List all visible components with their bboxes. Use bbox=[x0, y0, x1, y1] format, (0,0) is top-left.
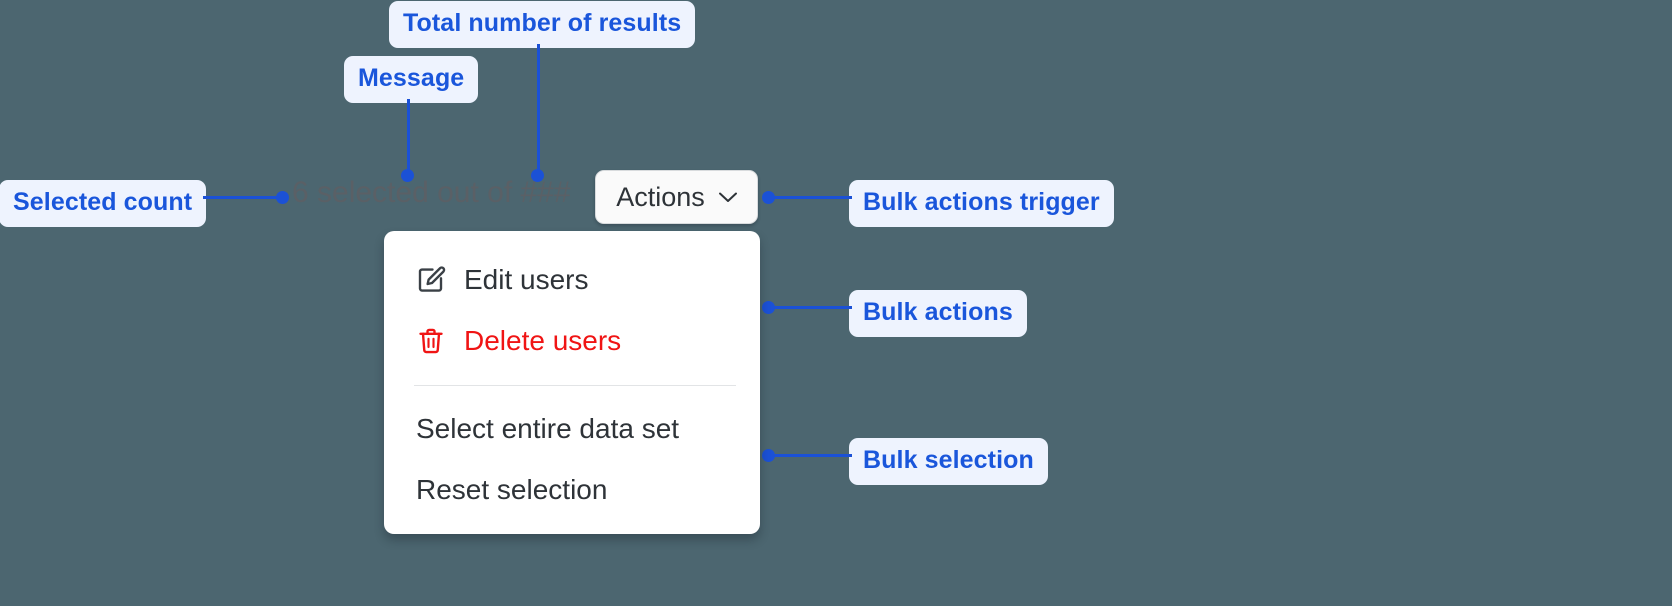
callout-bulk-actions: Bulk actions bbox=[849, 290, 1027, 337]
callout-selected-count: Selected count bbox=[0, 180, 207, 227]
bulk-actions-menu: Edit users Delete users Select entire da… bbox=[384, 231, 760, 535]
connector-dot-message bbox=[401, 169, 414, 182]
connector-bulk-actions-trigger bbox=[764, 196, 852, 199]
menu-divider bbox=[414, 385, 736, 387]
callout-message: Message bbox=[344, 56, 479, 103]
callout-bulk-actions-trigger: Bulk actions trigger bbox=[849, 180, 1114, 227]
menu-item-delete-users-label: Delete users bbox=[464, 325, 622, 357]
menu-item-reset-selection[interactable]: Reset selection bbox=[384, 463, 760, 516]
menu-item-edit-users[interactable]: Edit users bbox=[384, 253, 760, 306]
menu-item-select-entire-data-set[interactable]: Select entire data set bbox=[384, 402, 760, 455]
connector-selected-count bbox=[203, 196, 288, 199]
connector-dot-total-results bbox=[531, 169, 544, 182]
connector-message bbox=[407, 99, 410, 175]
menu-item-reset-selection-label: Reset selection bbox=[416, 474, 608, 506]
selected-count-message: 6 selected out of ### bbox=[292, 176, 571, 209]
chevron-down-icon bbox=[718, 192, 737, 203]
bulk-actions-trigger-button[interactable]: Actions bbox=[595, 170, 758, 224]
menu-spacer-2 bbox=[384, 455, 760, 463]
trash-icon bbox=[416, 326, 446, 356]
menu-item-select-entire-data-set-label: Select entire data set bbox=[416, 413, 680, 445]
menu-item-delete-users[interactable]: Delete users bbox=[384, 314, 760, 367]
connector-dot-bulk-selection bbox=[762, 449, 775, 462]
connector-dot-bulk-actions bbox=[762, 301, 775, 314]
callout-bulk-selection: Bulk selection bbox=[849, 438, 1048, 485]
connector-dot-bulk-actions-trigger bbox=[762, 191, 775, 204]
callout-total-number-of-results: Total number of results bbox=[389, 1, 696, 48]
menu-spacer bbox=[384, 306, 760, 314]
bulk-actions-trigger-label: Actions bbox=[616, 181, 705, 212]
connector-bulk-selection bbox=[764, 454, 852, 457]
connector-dot-selected-count bbox=[276, 191, 289, 204]
connector-total-results bbox=[537, 44, 540, 175]
menu-item-edit-users-label: Edit users bbox=[464, 264, 589, 295]
connector-bulk-actions bbox=[764, 306, 852, 309]
edit-pencil-icon bbox=[416, 265, 446, 295]
